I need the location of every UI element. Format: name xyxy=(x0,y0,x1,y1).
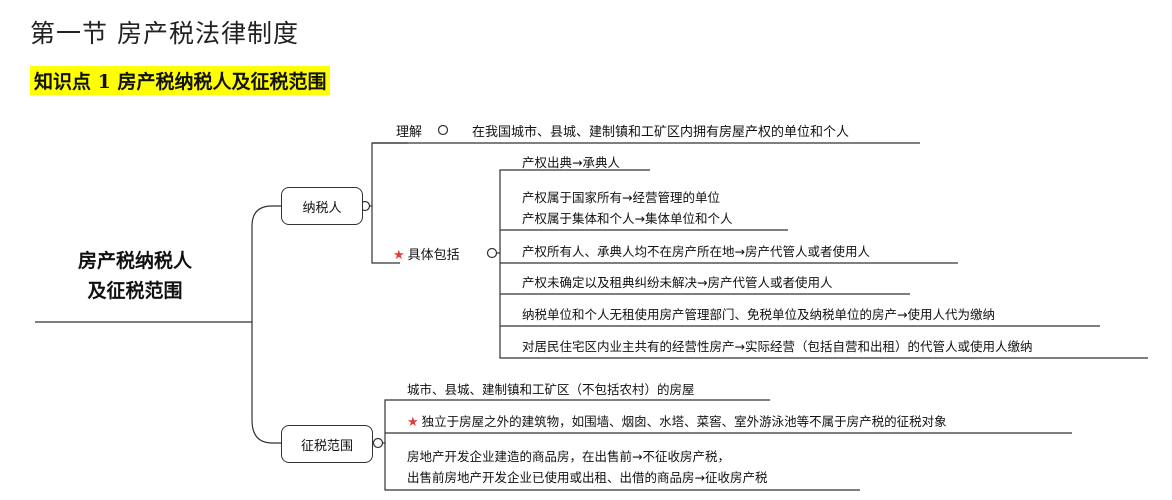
root-node-line-2: 及征税范围 xyxy=(87,280,183,302)
page-title: 第一节 房产税法律制度 xyxy=(30,19,299,48)
understand-text: 在我国城市、县城、建制镇和工矿区内拥有房屋产权的单位和个人 xyxy=(472,125,850,140)
includes-node: ★具体包括 xyxy=(393,244,460,263)
scope-item-starred: ★独立于房屋之外的建筑物，如围墙、烟囱、水塔、菜窖、室外游泳池等不属于房产税的征… xyxy=(407,411,947,430)
star-icon: ★ xyxy=(407,415,419,430)
understand-label: 理解 xyxy=(396,125,423,140)
taxpayer-node: 纳税人 xyxy=(281,187,363,225)
scope-item: 城市、县城、建制镇和工矿区（不包括农村）的房屋 xyxy=(407,382,695,397)
root-node-line-1: 房产税纳税人 xyxy=(77,250,192,272)
taxpayer-item: 产权属于国家所有→经营管理的单位 xyxy=(522,190,720,205)
scope-item-text: 独立于房屋之外的建筑物，如围墙、烟囱、水塔、菜窖、室外游泳池等不属于房产税的征税… xyxy=(421,414,947,429)
section-subtitle: 知识点 1 房产税纳税人及征税范围 xyxy=(30,66,331,95)
taxpayer-item: 纳税单位和个人无租使用房产管理部门、免税单位及纳税单位的房产→使用人代为缴纳 xyxy=(522,307,995,322)
scope-node: 征税范围 xyxy=(281,425,373,463)
root-node: 房产税纳税人 及征税范围 xyxy=(40,246,230,306)
includes-label: 具体包括 xyxy=(407,248,460,263)
scope-item: 房地产开发企业建造的商品房，在出售前→不征收房产税， xyxy=(407,449,730,464)
taxpayer-node-label: 纳税人 xyxy=(302,200,342,216)
taxpayer-item: 对居民住宅区内业主共有的经营性房产→实际经营（包括自营和出租）的代管人或使用人缴… xyxy=(522,339,1033,354)
scope-item: 出售前房地产开发企业已使用或出租、出借的商品房→征收房产税 xyxy=(407,470,768,485)
star-icon: ★ xyxy=(393,248,405,263)
scope-node-label: 征税范围 xyxy=(300,438,353,454)
taxpayer-item: 产权属于集体和个人→集体单位和个人 xyxy=(522,211,733,226)
taxpayer-item: 产权所有人、承典人均不在房产所在地→房产代管人或者使用人 xyxy=(522,244,870,259)
taxpayer-item: 产权未确定以及租典纠纷未解决→房产代管人或者使用人 xyxy=(522,275,833,290)
taxpayer-item: 产权出典→承典人 xyxy=(522,155,620,170)
